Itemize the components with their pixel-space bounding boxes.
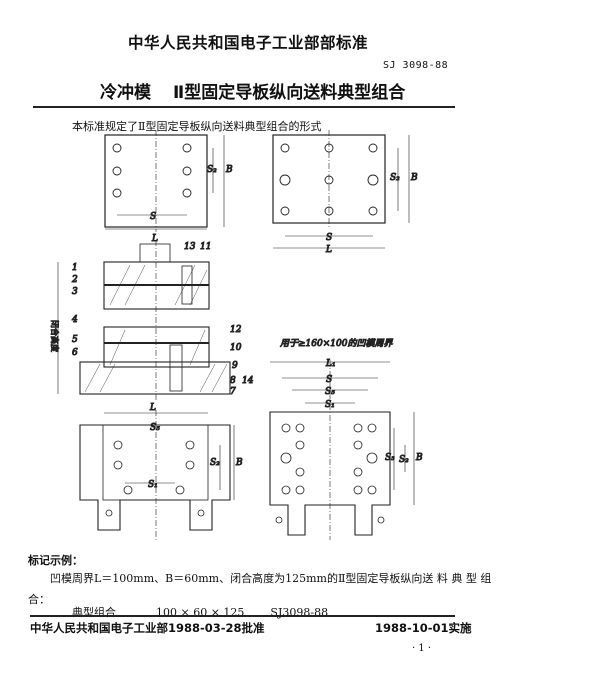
part-number: 8: [230, 376, 236, 386]
example-heading: 标记示例：: [28, 554, 83, 567]
footer-rule: [30, 615, 455, 617]
designation-size: 100 × 60 × 125: [156, 606, 245, 619]
part-number: 6: [72, 348, 78, 358]
part-number: 9: [232, 361, 238, 371]
closed-height-label: 闭合高度: [50, 320, 60, 352]
cross-section-view: [57, 240, 231, 400]
assembly-plan-left: [79, 410, 235, 540]
dim-s1-label: S₁: [148, 480, 158, 490]
part-number: 7: [230, 387, 236, 397]
dim-b-label: B: [225, 165, 233, 175]
part-number: 2: [71, 275, 78, 285]
dim-b-label-4: B: [415, 453, 423, 463]
title-rule: [33, 106, 455, 108]
example-paragraph-line2: 合：: [28, 593, 50, 606]
part-number: 12: [230, 325, 242, 335]
part-number: 10: [230, 343, 242, 353]
designation-name: 典型组合: [72, 606, 116, 619]
dim-s-label: S: [150, 212, 156, 222]
dim-l-label-2: L: [325, 245, 332, 255]
example-designation: 典型组合 100 × 60 × 125 SJ3098-88: [72, 604, 328, 620]
dim-b-label-2: B: [410, 173, 418, 183]
dim-s2-label: S₂: [207, 165, 217, 175]
title-prefix: 冷冲模: [100, 83, 151, 103]
plan-view-large: [272, 130, 410, 249]
usage-note: 用于≥160×100的凹模周界: [280, 338, 393, 349]
dim-s5-label: S₅: [150, 423, 160, 433]
dim-s5-label-2: S₅: [325, 387, 335, 397]
dim-s2-label-3: S₂: [210, 458, 220, 468]
part-number: 11: [200, 242, 211, 252]
dim-s-label-2: S: [326, 233, 332, 243]
part-number: 4: [71, 315, 78, 325]
dim-s1-label-2: S₁: [325, 400, 335, 410]
title-main: Ⅱ型固定导板纵向送料典型组合: [173, 83, 406, 103]
assembly-plan-right: [269, 360, 415, 540]
intro-text: 本标准规定了Ⅱ型固定导板纵向送料典型组合的形式: [72, 120, 322, 133]
part-number: 1: [72, 263, 78, 273]
dim-s-label-4: S: [326, 375, 332, 385]
part-number: 14: [242, 376, 254, 386]
designation-code: SJ3098-88: [270, 606, 329, 619]
document-title: 冷冲模 Ⅱ型固定导板纵向送料典型组合: [100, 78, 405, 103]
dim-s2-label-4: S₂: [399, 455, 409, 465]
standard-code: SJ 3098-88: [383, 60, 449, 71]
example-paragraph-line1: 凹模周界L＝100mm、B＝60mm、闭合高度为125mm的Ⅱ型固定导板纵向送 …: [50, 572, 492, 585]
dim-s2-label-2: S₂: [390, 173, 400, 183]
approval-date: 中华人民共和国电子工业部1988-03-28批准: [30, 621, 265, 635]
plan-view-small: [104, 130, 225, 232]
dim-b-label-3: B: [235, 458, 243, 468]
dim-l1-label: L₁: [325, 359, 336, 369]
issuer-heading: 中华人民共和国电子工业部部标准: [128, 34, 369, 52]
dim-s3-label: S₃: [385, 453, 395, 463]
part-number: 13: [184, 242, 196, 252]
part-number: 3: [72, 287, 78, 297]
page-number: · 1 ·: [412, 643, 432, 654]
effective-date: 1988-10-01实施: [375, 621, 472, 635]
part-number: 5: [72, 335, 78, 345]
dim-l-label-3: L: [149, 403, 156, 413]
dim-l-label: L: [151, 234, 158, 244]
